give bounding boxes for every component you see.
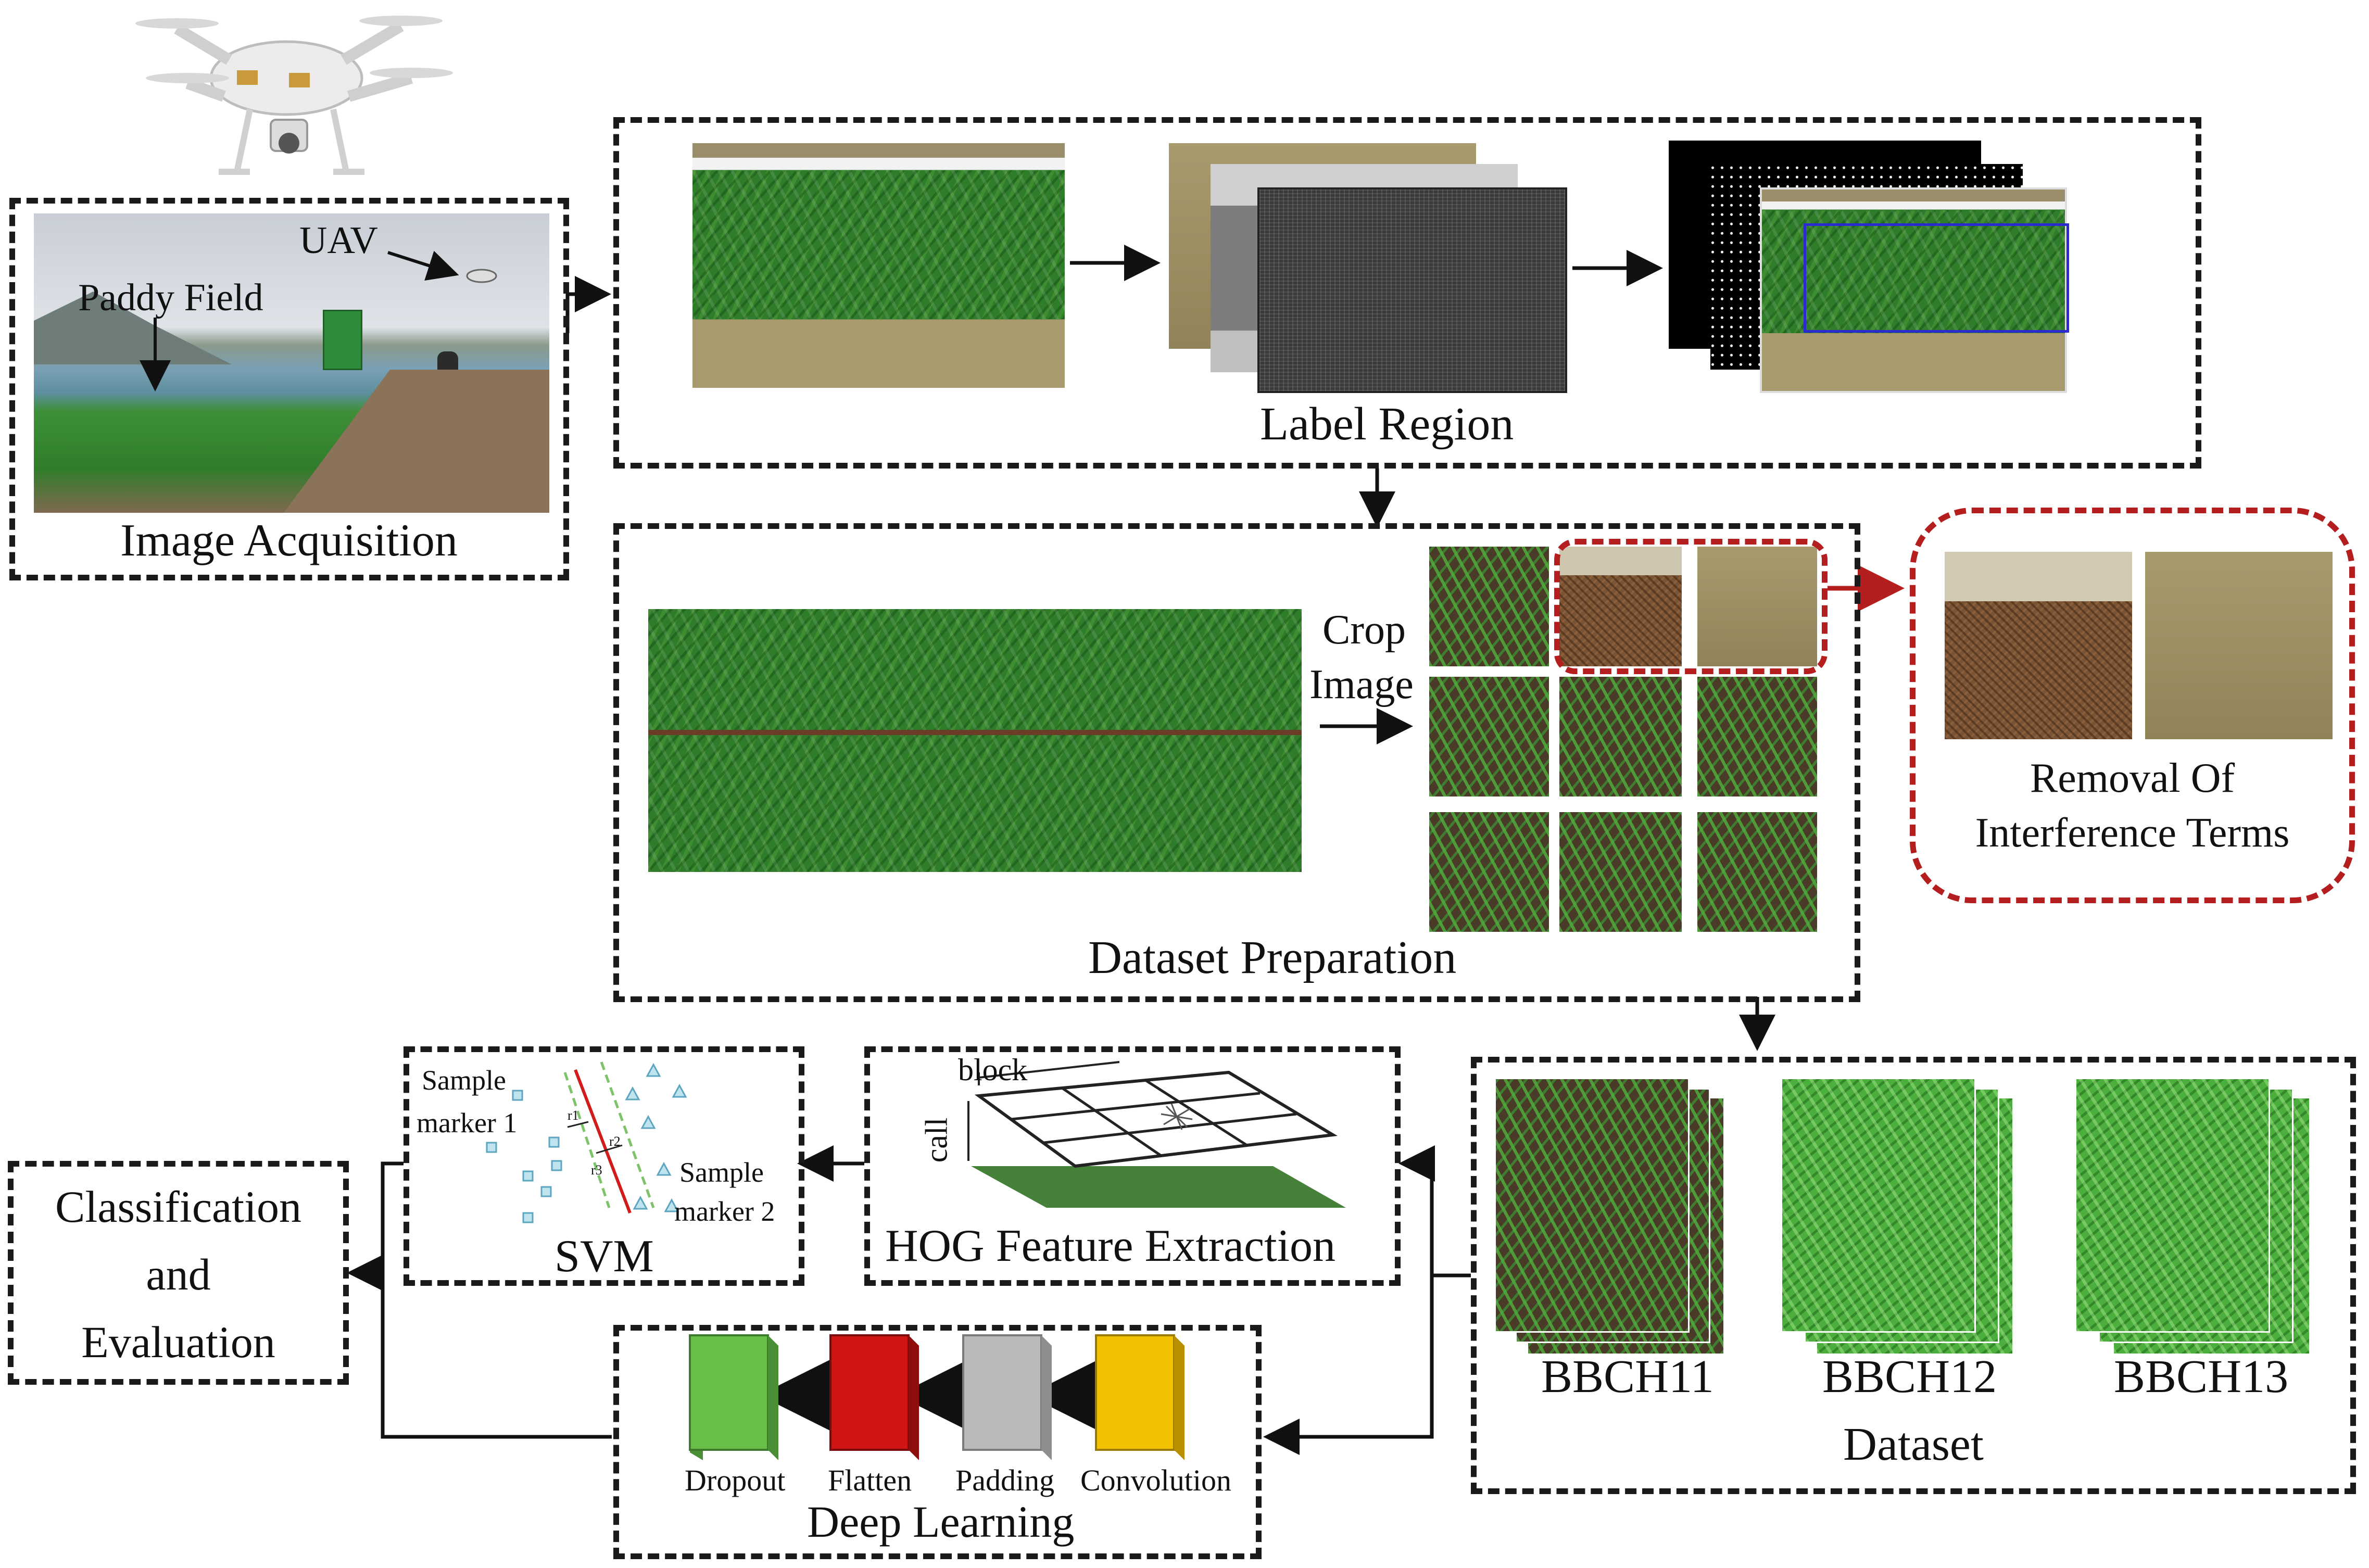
hog-grass-plane	[971, 1166, 1346, 1208]
svm-margin-2	[600, 1061, 655, 1208]
flatten-label: Flatten	[828, 1463, 912, 1497]
crop-tile-9	[1697, 812, 1817, 932]
classification-line-3: Evaluation	[81, 1317, 275, 1367]
label-source-image	[692, 143, 1065, 388]
dataset-panel	[1471, 1057, 2356, 1494]
bbch11-label: BBCH11	[1541, 1351, 1714, 1402]
padding-label: Padding	[955, 1463, 1055, 1497]
image-acquisition-panel	[9, 198, 569, 580]
crop-tile-2	[1559, 547, 1682, 666]
crop-tile-8	[1559, 812, 1682, 932]
gradient-star-icon	[1161, 1103, 1193, 1130]
hog-title: HOG Feature Extraction	[885, 1221, 1336, 1271]
line-dl-to-class	[381, 1273, 612, 1439]
padding-block	[962, 1334, 1052, 1460]
svm-r1: r1	[568, 1108, 579, 1123]
svm-title: SVM	[555, 1231, 654, 1282]
crop-tile-6	[1697, 677, 1817, 796]
removed-tile-soil	[1945, 552, 2132, 739]
bbch13-image	[2075, 1078, 2270, 1333]
crop-label-2: Image	[1309, 662, 1414, 707]
dataset-preparation-title: Dataset Preparation	[1088, 932, 1457, 983]
flatten-block	[829, 1334, 919, 1460]
svm-sample1-line1: Sample	[422, 1065, 506, 1096]
crop-tile-3	[1697, 547, 1817, 666]
arrow-dataset-to-dl	[1263, 1275, 1434, 1455]
hog-block-label: block	[958, 1053, 1028, 1087]
deep-learning-panel	[613, 1325, 1262, 1559]
drone-icon	[135, 16, 453, 175]
svm-sample1-line2: marker 1	[417, 1107, 518, 1139]
classification-panel	[8, 1161, 349, 1385]
crop-tile-7	[1429, 812, 1549, 932]
label-stack-front	[1257, 187, 1567, 393]
removed-tile-water	[2145, 552, 2333, 739]
crop-label-1: Crop	[1322, 607, 1406, 653]
bbch11-image	[1494, 1078, 1690, 1333]
removal-panel	[1910, 508, 2355, 903]
dropout-label: Dropout	[685, 1463, 786, 1497]
svm-panel	[404, 1046, 804, 1286]
svm-class1-points	[486, 1090, 562, 1223]
svm-r3: r3	[591, 1162, 602, 1178]
convolution-label: Convolution	[1080, 1463, 1232, 1497]
deep-learning-title: Deep Learning	[807, 1497, 1075, 1547]
uav-icon	[466, 269, 497, 283]
image-acquisition-title: Image Acquisition	[120, 515, 458, 566]
mask-stack-front	[1760, 187, 2069, 393]
bbch13-label: BBCH13	[2114, 1351, 2289, 1402]
label-region-panel	[613, 117, 2201, 469]
bbch12-image	[1781, 1078, 1976, 1333]
arrow-svm-to-class	[347, 1161, 404, 1291]
field-photo	[34, 213, 549, 513]
crop-tile-4	[1429, 677, 1549, 796]
paddy-field-label: Paddy Field	[78, 276, 263, 319]
svm-sample2-line2: marker 2	[674, 1196, 775, 1227]
dataset-preparation-panel	[613, 523, 1860, 1002]
svm-sample2-line1: Sample	[679, 1157, 764, 1188]
crop-tile-5	[1559, 677, 1682, 796]
paddy-panorama	[648, 609, 1302, 872]
arrow-dataset-to-hog	[1398, 1145, 1471, 1278]
dropout-block	[689, 1334, 778, 1460]
removal-line-2: Interference Terms	[1975, 810, 2290, 856]
classification-line-1: Classification	[55, 1182, 301, 1232]
svm-class2-points	[625, 1063, 687, 1212]
classification-line-2: and	[146, 1249, 211, 1299]
signboard	[323, 310, 362, 370]
uav-label: UAV	[299, 219, 378, 262]
convolution-block	[1095, 1334, 1184, 1460]
interference-highlight	[1554, 539, 1828, 674]
dataset-title: Dataset	[1843, 1419, 1984, 1470]
crop-tile-1	[1429, 547, 1549, 666]
svm-hyperplane	[574, 1069, 632, 1214]
svm-margin-1	[563, 1072, 611, 1208]
svm-r2: r2	[609, 1134, 621, 1149]
hog-panel	[864, 1046, 1401, 1286]
bbch12-label: BBCH12	[1822, 1351, 1997, 1402]
removal-line-1: Removal Of	[2030, 755, 2235, 801]
label-region-title: Label Region	[1260, 398, 1514, 450]
